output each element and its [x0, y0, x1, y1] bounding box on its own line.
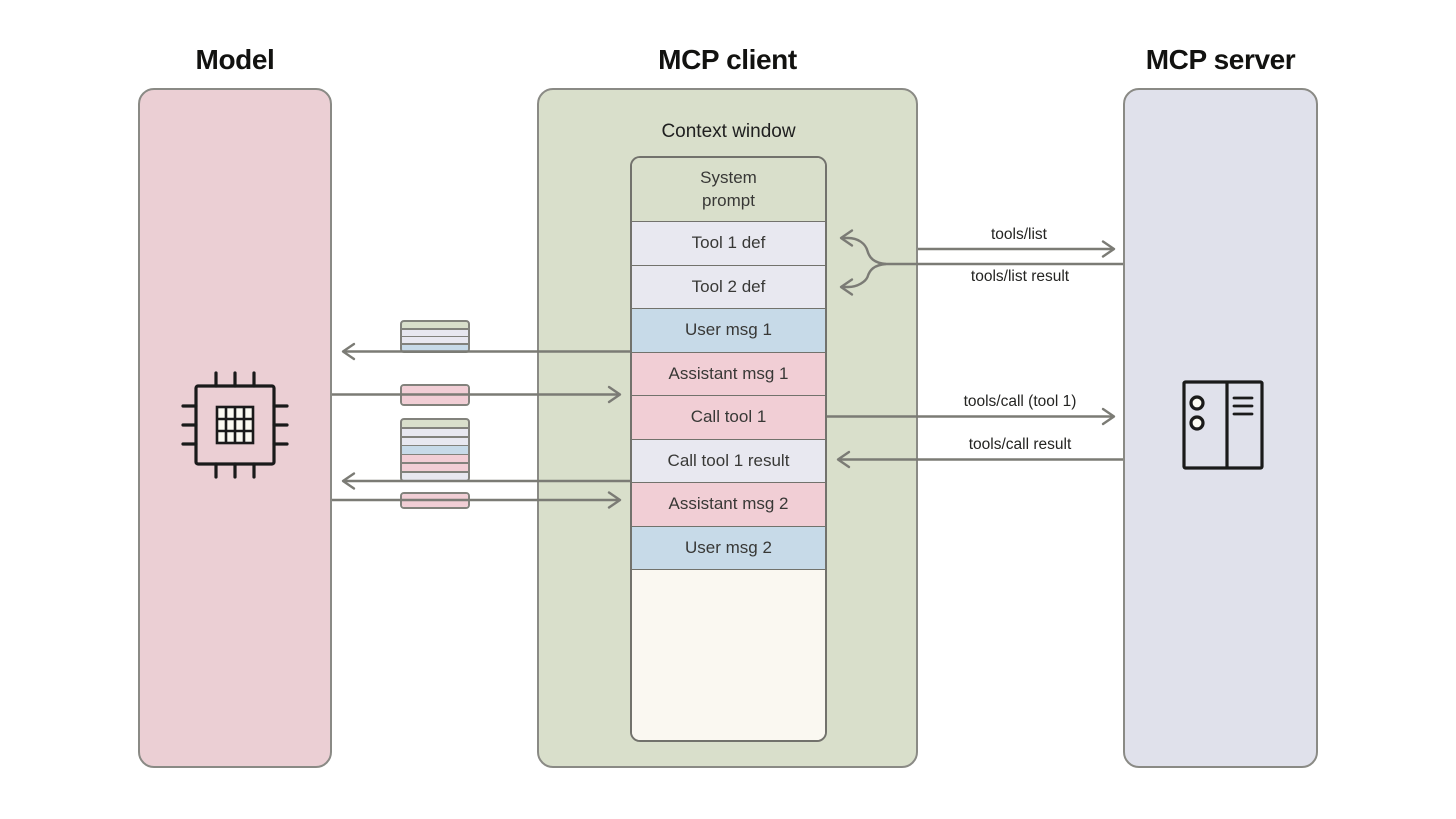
token-stripe: [402, 420, 468, 428]
token-packet-context-to-model-2: [400, 418, 470, 482]
context-row-call-tool-1: Call tool 1: [632, 396, 825, 440]
tools-call-result-label: tools/call result: [968, 436, 1072, 453]
context-row-label: Tool 2 def: [691, 276, 766, 296]
mcp-server-column: [1123, 88, 1318, 768]
context-row-label: Assistant msg 2: [668, 494, 789, 514]
token-stripe: [402, 472, 468, 480]
mcp-client-column-title: MCP client: [658, 44, 797, 75]
context-window-free-space: [632, 570, 825, 740]
context-row-label: System prompt: [700, 168, 757, 210]
token-stripe: [402, 463, 468, 472]
token-packet-context-to-model-1: [400, 320, 470, 353]
token-stripe: [402, 337, 468, 344]
mcp-server-column-title: MCP server: [1145, 44, 1296, 75]
token-stripe: [402, 494, 468, 507]
token-stripe: [402, 344, 468, 351]
tools-list-result-label: tools/list result: [970, 268, 1070, 285]
token-stripe: [402, 329, 468, 336]
server-rack-icon: [1180, 378, 1266, 472]
token-stripe: [402, 386, 468, 404]
token-stripe: [402, 446, 468, 454]
token-stripe: [402, 428, 468, 437]
token-stripe: [402, 322, 468, 329]
context-row-tool-2-def: Tool 2 def: [632, 265, 825, 309]
context-row-label: Call tool 1: [690, 407, 767, 427]
tools-call-label: tools/call (tool 1): [963, 393, 1077, 410]
cpu-chip-icon: [180, 370, 290, 480]
context-row-label: Assistant msg 1: [668, 363, 789, 383]
context-row-assistant-msg-1: Assistant msg 1: [632, 352, 825, 396]
token-stripe: [402, 437, 468, 445]
model-column-title: Model: [195, 44, 275, 75]
context-row-user-msg-1: User msg 1: [632, 309, 825, 353]
token-packet-model-to-client-1: [400, 384, 470, 406]
tools-list-label: tools/list: [991, 226, 1047, 243]
context-row-assistant-msg-2: Assistant msg 2: [632, 483, 825, 527]
context-row-tool-1-def: Tool 1 def: [632, 222, 825, 266]
token-stripe: [402, 455, 468, 463]
context-window: System prompt Tool 1 def Tool 2 def User…: [630, 156, 827, 742]
context-row-label: User msg 2: [685, 537, 772, 557]
context-row-system-prompt: System prompt: [632, 158, 825, 222]
context-row-label: Call tool 1 result: [667, 450, 790, 470]
token-packet-model-to-client-2: [400, 492, 470, 509]
context-row-user-msg-2: User msg 2: [632, 526, 825, 570]
context-row-label: Tool 1 def: [691, 233, 766, 253]
context-row-label: User msg 1: [685, 320, 772, 340]
context-row-call-tool-1-result: Call tool 1 result: [632, 439, 825, 483]
context-window-label: Context window: [661, 121, 796, 142]
